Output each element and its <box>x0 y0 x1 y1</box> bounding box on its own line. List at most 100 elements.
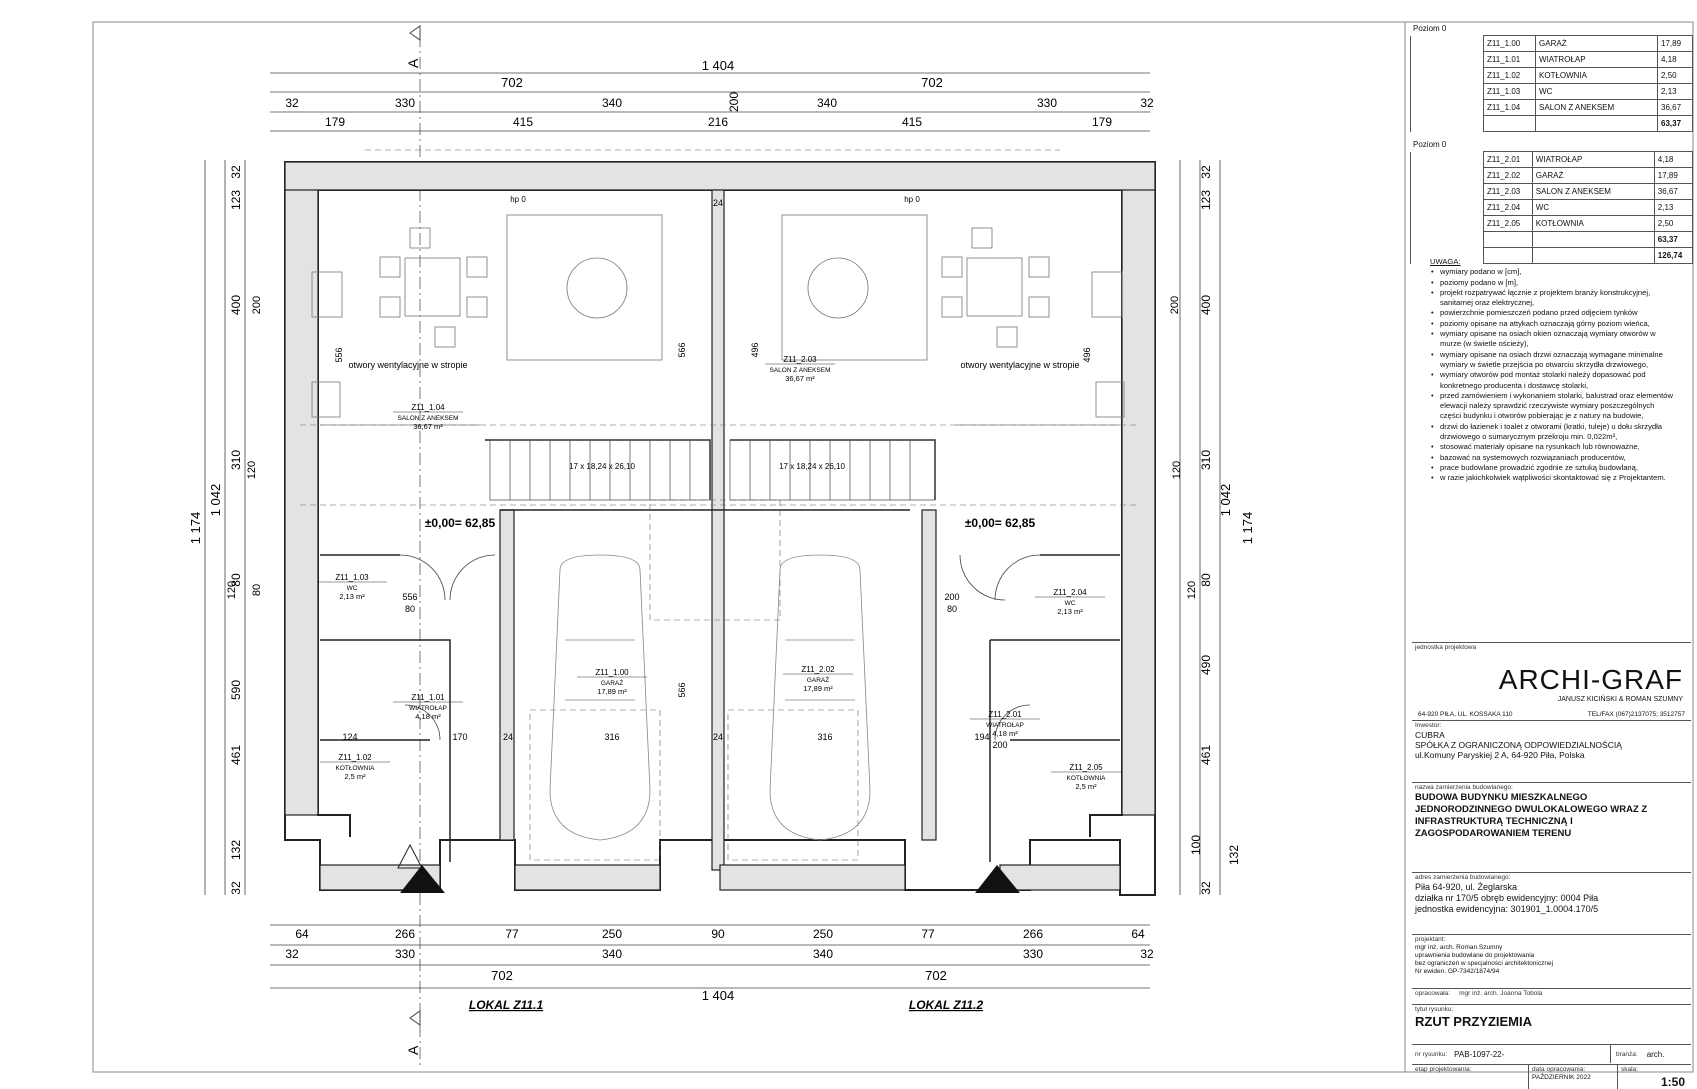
inner-dim: 200 <box>992 740 1007 750</box>
dim-left-segment: 132 <box>229 840 243 860</box>
inner-dim: 200 <box>944 592 959 602</box>
inner-dim: 566 <box>677 342 687 357</box>
sum-row: 63,37 <box>1410 231 1694 248</box>
sum-b: 63,37 <box>1653 231 1694 248</box>
note-item: wymiary opisane na osiach okien oznaczaj… <box>1431 329 1675 350</box>
room-tag-id: Z11_2.01 <box>988 710 1022 719</box>
firm-owners: JANUSZ KICIŃSKI & ROMAN SZUMNY <box>1557 696 1683 703</box>
dim-left-segment: 590 <box>229 680 243 700</box>
dim-bottom-row1: 64 <box>1131 927 1145 941</box>
dim-bottom-row1: 266 <box>395 927 415 941</box>
dim-left-segment: 123 <box>229 190 243 210</box>
dim-side-total-right: 1 174 <box>1240 512 1255 545</box>
dim-bottom-row2: 330 <box>1023 947 1043 961</box>
room-tag-area: 4,18 m² <box>415 712 441 721</box>
room-tag-name: WIATROŁAP <box>986 722 1024 729</box>
dim-bottom-row1: 64 <box>295 927 309 941</box>
table-cell: Z11_1.01 <box>1482 51 1537 68</box>
dim-top-row3: 32 <box>285 96 299 110</box>
table-cell: WIATROŁAP <box>1531 151 1655 168</box>
dim-bottom-half: 702 <box>491 968 513 983</box>
table-cell: 2,13 <box>1657 83 1693 100</box>
room-tag-id: Z11_2.05 <box>1069 763 1103 772</box>
dim-right-segment: 80 <box>1199 573 1213 587</box>
inner-dim: 24 <box>503 732 513 742</box>
room-tag-area: 36,67 m² <box>413 422 443 431</box>
room-tag-id: Z11_2.02 <box>801 665 835 674</box>
prepared-block: opracowała: mgr inż. arch. Joanna Tobola <box>1412 988 1691 1003</box>
room-tag-id: Z11_1.03 <box>335 573 369 582</box>
investor-line: CUBRA <box>1415 730 1445 740</box>
inner-dim: 316 <box>817 732 832 742</box>
investor-label: Inwestor: <box>1412 720 1691 730</box>
inner-dim: 80 <box>405 604 415 614</box>
dim-right-segment: 400 <box>1199 295 1213 315</box>
table-cell: WIATROŁAP <box>1535 51 1659 68</box>
sum-row: 63,37 <box>1410 115 1693 132</box>
project-name-line: INFRASTRUKTURĄ TECHNICZNĄ I <box>1415 816 1573 827</box>
dim-top-row3: 340 <box>602 96 622 110</box>
date-label: data opracowania: <box>1532 1066 1586 1073</box>
table-cell: 4,18 <box>1657 51 1693 68</box>
drawing-title: RZUT PRZYZIEMIA <box>1415 1014 1532 1029</box>
room-tag-name: WC <box>347 585 358 592</box>
dim-bottom-total: 1 404 <box>702 988 735 1003</box>
section-marker-top: A <box>405 58 421 68</box>
level-b-title: Poziom 0 <box>1413 140 1447 149</box>
room-tag-name: GARAŻ <box>807 675 829 684</box>
dim-left-segment: 80 <box>229 573 243 587</box>
note-item: wymiary otworów pod montaż stolarki nale… <box>1431 370 1675 391</box>
inner-dim: 24 <box>713 198 723 208</box>
project-block: nazwa zamierzenia budowlanego: BUDOWA BU… <box>1412 782 1691 871</box>
table-cell: KOTŁOWNIA <box>1535 67 1659 84</box>
room-tag-name: SALON Z ANEKSEM <box>397 415 458 422</box>
room-tag-name: WIATROŁAP <box>409 705 447 712</box>
table-cell: Z11_1.04 <box>1482 99 1537 116</box>
scale-label: skala: <box>1621 1066 1638 1073</box>
unit-label: jednostka projektowa <box>1415 644 1477 651</box>
dim-left-segment: 310 <box>229 450 243 470</box>
dim-top-row4: 415 <box>513 115 533 129</box>
dim-top-row3: 32 <box>1140 96 1154 110</box>
designer-line: bez ograniczeń w specjalności architekto… <box>1415 960 1554 967</box>
dim-right-segment: 32 <box>1199 165 1213 179</box>
table-cell: Z11_2.02 <box>1483 167 1533 184</box>
table-cell: Z11_1.03 <box>1482 83 1537 100</box>
inner-dim: 496 <box>1082 347 1092 362</box>
table-cell: SALON Z ANEKSEM <box>1531 183 1655 200</box>
stage-block: etap projektowania: data opracowania: PA… <box>1412 1064 1691 1089</box>
dim-top-row3: 330 <box>1037 96 1057 110</box>
note-item: wymiary podano w [cm], <box>1431 267 1675 278</box>
inner-dim: 556 <box>334 347 344 362</box>
room-tag-name: KOTŁOWNIA <box>335 765 375 772</box>
unit-label: LOKAL Z11.2 <box>909 998 984 1012</box>
firm-block: jednostka projektowa ARCHI-GRAF JANUSZ K… <box>1412 642 1691 781</box>
table-cell: 36,67 <box>1653 183 1694 200</box>
dim-bottom-row1: 77 <box>921 927 935 941</box>
unit-label: LOKAL Z11.1 <box>469 998 544 1012</box>
dim-left-segment: 32 <box>229 165 243 179</box>
prepared-value: mgr inż. arch. Joanna Tobola <box>1459 990 1543 997</box>
dim-top-row4: 179 <box>1092 115 1112 129</box>
dim-right-segment: 461 <box>1199 745 1213 765</box>
room-tag-area: 2,13 m² <box>1057 607 1083 616</box>
dim-left-inner: 80 <box>251 584 263 596</box>
dim-bottom-row1: 266 <box>1023 927 1043 941</box>
notes: UWAGA: wymiary podano w [cm],poziomy pod… <box>1430 257 1675 484</box>
room-tag-id: Z11_1.00 <box>595 668 629 677</box>
designer-line: mgr inż. arch. Roman Szumny <box>1415 944 1503 951</box>
drawing-title-label: tytuł rysunku: <box>1415 1006 1454 1013</box>
dim-bottom-row2: 340 <box>813 947 833 961</box>
dim-top-row4: 415 <box>902 115 922 129</box>
dim-left-inner: 120 <box>246 461 258 479</box>
address-line: działka nr 170/5 obręb ewidencyjny: 0004… <box>1415 893 1599 903</box>
address-line: Piła 64-920, ul. Żeglarska <box>1415 882 1518 892</box>
